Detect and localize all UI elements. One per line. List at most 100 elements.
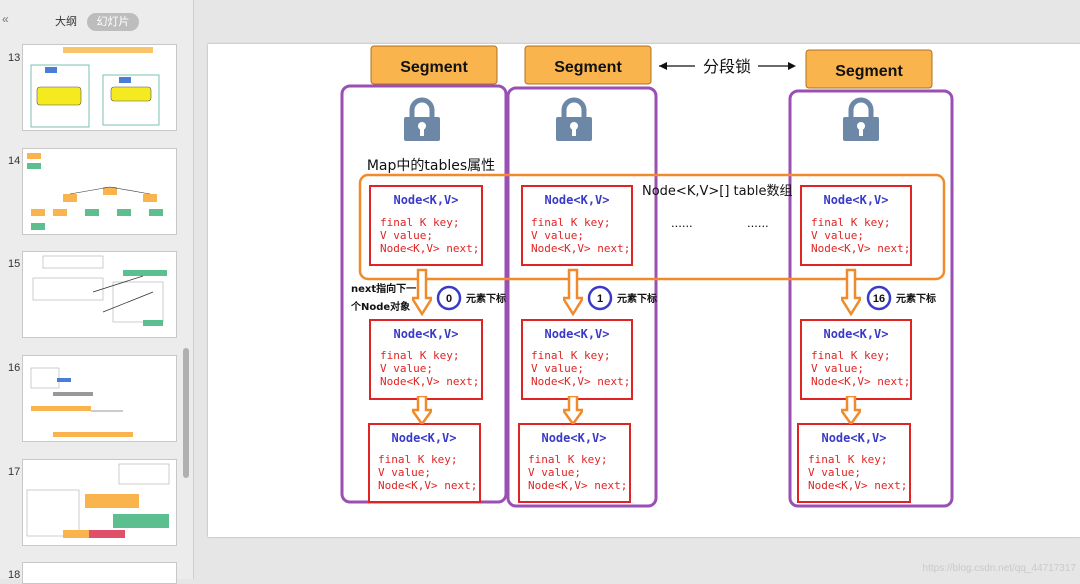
- watermark: https://blog.csdn.net/qq_44717317: [922, 563, 1076, 574]
- svg-text:Node<K,V>: Node<K,V>: [821, 431, 886, 445]
- slide-thumbnail-14[interactable]: [22, 148, 177, 235]
- panel-scrollbar[interactable]: [183, 348, 189, 478]
- svg-text:Node<K,V> next;: Node<K,V> next;: [531, 242, 630, 255]
- svg-text:Node<K,V>: Node<K,V>: [544, 327, 609, 341]
- tab-slides[interactable]: 幻灯片: [87, 13, 139, 31]
- node-box: Node<K,V> final K key; V value; Node<K,V…: [800, 319, 912, 400]
- svg-text:final K key;: final K key;: [811, 216, 890, 229]
- svg-text:1: 1: [597, 293, 603, 305]
- svg-text:final K key;: final K key;: [531, 216, 610, 229]
- svg-text:0: 0: [446, 293, 452, 305]
- segment-diagram: Segment Segment Segment 分段锁 Map中的tables属…: [340, 45, 954, 508]
- svg-text:final K key;: final K key;: [811, 349, 890, 362]
- svg-text:V value;: V value;: [811, 229, 864, 242]
- thumbnail-preview: [30, 47, 160, 128]
- segment-border-3: [788, 89, 954, 508]
- node-box: Node<K,V> final K key; V value; Node<K,V…: [800, 185, 912, 266]
- svg-text:final K key;: final K key;: [528, 453, 607, 466]
- svg-text:Node<K,V>: Node<K,V>: [541, 431, 606, 445]
- segment-header-3: Segment: [805, 49, 933, 89]
- down-arrow-icon: [563, 268, 583, 316]
- segment-border-2: [506, 86, 658, 508]
- svg-text:Node<K,V> next;: Node<K,V> next;: [378, 479, 477, 492]
- lock-icon: [556, 100, 592, 141]
- svg-text:元素下标: 元素下标: [896, 292, 936, 305]
- node-box: Node<K,V> final K key; V value; Node<K,V…: [521, 319, 633, 400]
- thumbnail-preview: [27, 153, 163, 230]
- svg-text:Node<K,V> next;: Node<K,V> next;: [531, 375, 630, 388]
- thumbnail-preview: [26, 463, 170, 538]
- down-arrow-icon: [841, 396, 861, 424]
- svg-text:V value;: V value;: [531, 362, 584, 375]
- index-badge: 1 元素下标: [587, 285, 657, 311]
- svg-text:V value;: V value;: [380, 229, 433, 242]
- svg-text:Segment: Segment: [554, 59, 622, 76]
- svg-text:final K key;: final K key;: [531, 349, 610, 362]
- svg-text:V value;: V value;: [380, 362, 433, 375]
- svg-text:final K key;: final K key;: [380, 216, 459, 229]
- ellipsis: ......: [747, 215, 769, 230]
- segment-header-2: Segment: [524, 45, 652, 85]
- node-box: Node<K,V> final K key; V value; Node<K,V…: [369, 185, 483, 266]
- svg-text:Node<K,V>: Node<K,V>: [391, 431, 456, 445]
- slide-number: 16: [8, 362, 21, 374]
- svg-text:Segment: Segment: [835, 63, 903, 80]
- index-badge: 0 元素下标: [436, 285, 506, 311]
- svg-text:Node<K,V> next;: Node<K,V> next;: [811, 375, 910, 388]
- node-box: Node<K,V> final K key; V value; Node<K,V…: [369, 319, 483, 400]
- slide-canvas[interactable]: Segment Segment Segment 分段锁 Map中的tables属…: [208, 44, 1080, 537]
- slide-number: 15: [8, 258, 21, 270]
- svg-text:V value;: V value;: [528, 466, 581, 479]
- thumbnail-preview: [30, 367, 133, 437]
- slide-thumbnail-18[interactable]: [22, 562, 177, 584]
- svg-text:Segment: Segment: [400, 59, 468, 76]
- svg-text:Node<K,V>: Node<K,V>: [393, 327, 458, 341]
- node-box: Node<K,V> final K key; V value; Node<K,V…: [368, 423, 481, 503]
- svg-text:Node<K,V> next;: Node<K,V> next;: [528, 479, 627, 492]
- svg-text:V value;: V value;: [531, 229, 584, 242]
- svg-text:Node<K,V> next;: Node<K,V> next;: [811, 242, 910, 255]
- svg-text:Node<K,V>: Node<K,V>: [393, 193, 458, 207]
- tab-outline[interactable]: 大纲: [55, 16, 77, 28]
- index-badge: 16 元素下标: [866, 285, 936, 311]
- slide-thumbnail-17[interactable]: [22, 459, 177, 546]
- down-arrow-icon: [563, 396, 583, 424]
- svg-text:分段锁: 分段锁: [703, 57, 751, 76]
- collapse-panel-icon[interactable]: «: [2, 12, 9, 26]
- slide-number: 17: [8, 466, 21, 478]
- down-arrow-icon: [412, 396, 432, 424]
- svg-text:Node<K,V> next;: Node<K,V> next;: [380, 242, 479, 255]
- slide-thumbnail-16[interactable]: [22, 355, 177, 442]
- table-array-label: Node<K,V>[] table数组: [642, 184, 792, 199]
- ellipsis: ......: [671, 215, 693, 230]
- table-array-border: [358, 173, 946, 281]
- svg-text:final K key;: final K key;: [380, 349, 459, 362]
- slide-number: 13: [8, 52, 21, 64]
- svg-text:元素下标: 元素下标: [617, 292, 657, 305]
- node-box: Node<K,V> final K key; V value; Node<K,V…: [797, 423, 911, 503]
- svg-text:16: 16: [873, 293, 885, 305]
- map-tables-label: Map中的tables属性: [367, 158, 495, 174]
- svg-text:Node<K,V> next;: Node<K,V> next;: [808, 479, 907, 492]
- next-pointer-label: 个Node对象: [350, 300, 410, 313]
- svg-text:final K key;: final K key;: [808, 453, 887, 466]
- slide-number: 18: [8, 569, 21, 581]
- svg-text:Node<K,V> next;: Node<K,V> next;: [380, 375, 479, 388]
- next-pointer-label: next指向下一: [351, 282, 416, 295]
- slide-thumbnail-13[interactable]: [22, 44, 177, 131]
- slide-number: 14: [8, 155, 21, 167]
- slide-panel: « 大纲 幻灯片 13 14: [0, 0, 194, 584]
- svg-text:final K key;: final K key;: [378, 453, 457, 466]
- segment-header-1: Segment: [370, 45, 498, 85]
- svg-text:Node<K,V>: Node<K,V>: [823, 193, 888, 207]
- lock-icon: [843, 100, 879, 141]
- slide-thumbnail-15[interactable]: [22, 251, 177, 338]
- svg-text:元素下标: 元素下标: [466, 292, 506, 305]
- segment-lock-label: 分段锁: [659, 57, 796, 76]
- lock-icon: [404, 100, 440, 141]
- node-box: Node<K,V> final K key; V value; Node<K,V…: [521, 185, 633, 266]
- svg-text:V value;: V value;: [811, 362, 864, 375]
- svg-text:V value;: V value;: [378, 466, 431, 479]
- svg-text:V value;: V value;: [808, 466, 861, 479]
- thumbnail-preview: [32, 255, 167, 326]
